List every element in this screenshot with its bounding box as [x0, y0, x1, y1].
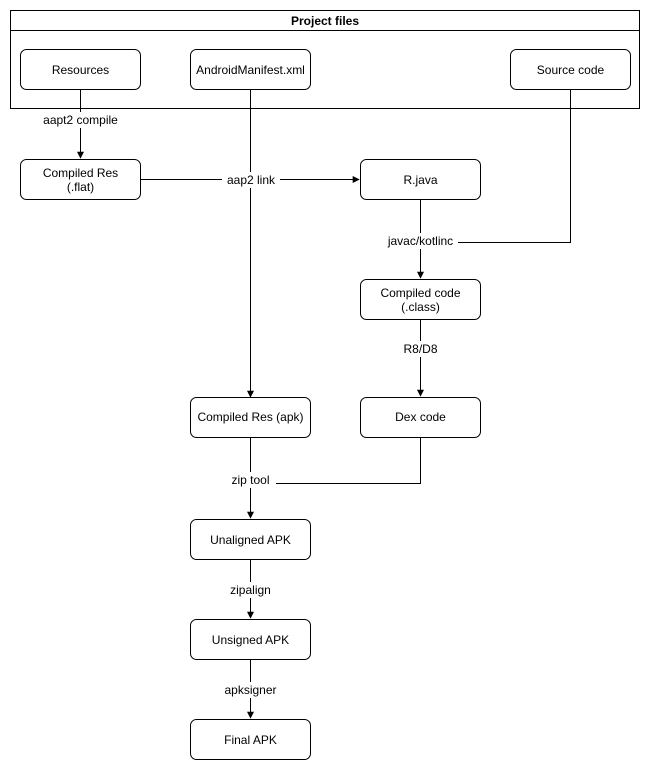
project-files-title: Project files — [291, 14, 359, 28]
edge-source-to-javac — [420, 89, 571, 243]
label-aapt2-compile: aapt2 compile — [42, 112, 120, 128]
edge-dex-to-zip — [250, 436, 421, 484]
svg-text:Final APK: Final APK — [224, 733, 277, 747]
svg-text:zipalign: zipalign — [230, 583, 271, 597]
node-android-manifest: AndroidManifest.xml — [190, 49, 311, 90]
node-unsigned-apk: Unsigned APK — [190, 619, 311, 660]
svg-text:Compiled code: Compiled code — [380, 286, 460, 300]
node-compiled-res-flat: Compiled Res (.flat) — [20, 159, 141, 200]
node-final-apk: Final APK — [190, 719, 311, 760]
label-zip-tool: zip tool — [226, 472, 276, 488]
svg-text:apksigner: apksigner — [224, 683, 276, 697]
svg-text:AndroidManifest.xml: AndroidManifest.xml — [196, 63, 305, 77]
label-r8-d8: R8/D8 — [399, 341, 443, 357]
node-r-java: R.java — [360, 159, 481, 200]
node-compiled-code: Compiled code (.class) — [360, 279, 481, 320]
svg-text:javac/kotlinc: javac/kotlinc — [387, 234, 453, 248]
node-unaligned-apk: Unaligned APK — [190, 519, 311, 560]
node-compiled-res-apk: Compiled Res (apk) — [190, 397, 311, 438]
svg-text:aap2 link: aap2 link — [227, 173, 276, 187]
svg-text:zip tool: zip tool — [231, 473, 269, 487]
label-javac-kotlinc: javac/kotlinc — [384, 233, 458, 249]
svg-text:Source code: Source code — [537, 63, 605, 77]
label-aap2-link: aap2 link — [222, 172, 280, 188]
svg-text:Unaligned APK: Unaligned APK — [210, 533, 291, 547]
label-zipalign: zipalign — [224, 582, 278, 598]
node-source-code: Source code — [510, 49, 631, 90]
svg-text:R.java: R.java — [403, 173, 437, 187]
svg-text:Resources: Resources — [52, 63, 109, 77]
svg-text:R8/D8: R8/D8 — [403, 342, 437, 356]
svg-text:(.class): (.class) — [401, 300, 440, 314]
svg-text:Unsigned APK: Unsigned APK — [212, 633, 289, 647]
node-resources: Resources — [20, 49, 141, 90]
edges — [77, 89, 571, 719]
node-dex-code: Dex code — [360, 397, 481, 438]
label-apksigner: apksigner — [220, 682, 282, 698]
svg-text:aapt2 compile: aapt2 compile — [43, 113, 118, 127]
svg-text:Dex code: Dex code — [395, 410, 446, 424]
svg-text:Compiled Res (apk): Compiled Res (apk) — [197, 410, 303, 424]
svg-text:(.flat): (.flat) — [67, 180, 94, 194]
svg-text:Compiled Res: Compiled Res — [43, 166, 118, 180]
